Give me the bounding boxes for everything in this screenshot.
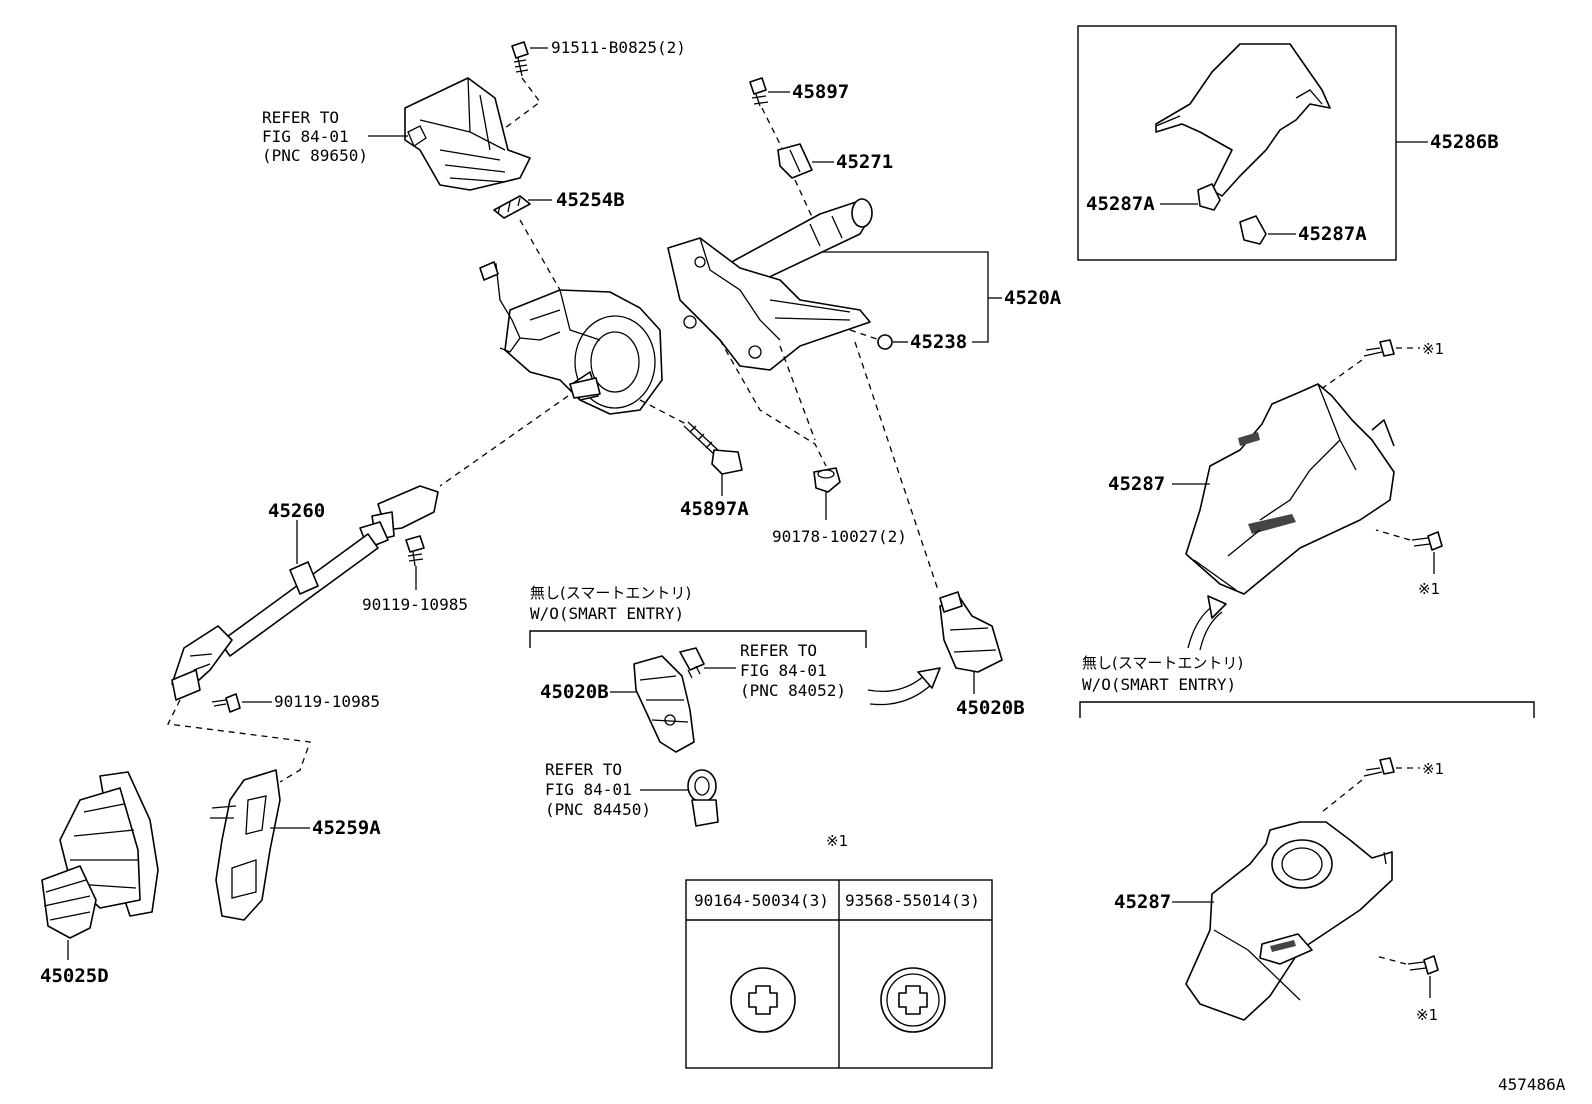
bolt-90119-upper-icon bbox=[405, 535, 425, 567]
cover-45259A bbox=[210, 769, 281, 921]
screw-mark-3: ※1 bbox=[1422, 760, 1444, 778]
label-4520A: 4520A bbox=[1004, 287, 1062, 309]
screw-mark-4: ※1 bbox=[1416, 1006, 1438, 1024]
label-45287-upper: 45287 bbox=[1108, 473, 1165, 495]
note-wo-smart-jp-2: 無し(スマートエントリ) bbox=[1082, 654, 1243, 672]
screw-head-1-icon bbox=[730, 967, 796, 1033]
label-45287A-2: 45287A bbox=[1298, 223, 1367, 245]
refer-ign-line3: (PNC 84450) bbox=[545, 800, 651, 819]
box-45286B bbox=[1077, 25, 1397, 261]
label-91511: 91511-B0825(2) bbox=[551, 38, 686, 57]
bolt-45897-icon bbox=[749, 77, 769, 107]
bolt-91511-icon bbox=[511, 41, 529, 77]
refer-ign-line1: REFER TO bbox=[545, 760, 622, 779]
label-90119-lower: 90119-10985 bbox=[274, 692, 380, 711]
column-cover-45287-upper bbox=[1185, 383, 1395, 595]
bolt-45897A-icon bbox=[683, 421, 743, 475]
refer-motor-line1: REFER TO bbox=[262, 108, 339, 127]
arrow-to-45020B bbox=[867, 675, 925, 693]
note-wo-smart-en-2: W/O(SMART ENTRY) bbox=[1082, 675, 1236, 694]
bolt-90119-lower-icon bbox=[211, 693, 241, 713]
note-wo-smart-jp: 無し(スマートエントリ) bbox=[530, 584, 691, 602]
label-90178: 90178-10027(2) bbox=[772, 527, 907, 546]
label-45259A: 45259A bbox=[312, 817, 381, 839]
label-45897A: 45897A bbox=[680, 498, 749, 520]
cover-45286B bbox=[1155, 43, 1331, 197]
label-45020B-right: 45020B bbox=[956, 697, 1025, 719]
label-45286B: 45286B bbox=[1430, 131, 1499, 153]
label-45260: 45260 bbox=[268, 500, 325, 522]
lock-45020B-right bbox=[939, 591, 1003, 673]
clip-45271-icon bbox=[777, 143, 813, 179]
refer-lock-line3: (PNC 84052) bbox=[740, 681, 846, 700]
clip-45287A-1-icon bbox=[1197, 183, 1221, 211]
lock-45020B-left bbox=[633, 655, 695, 753]
screw-mark-2: ※1 bbox=[1418, 580, 1440, 598]
diagram-id: 457486A bbox=[1498, 1075, 1566, 1094]
label-45254B: 45254B bbox=[556, 189, 625, 211]
label-45287-lower: 45287 bbox=[1114, 891, 1171, 913]
label-45271: 45271 bbox=[836, 151, 893, 173]
label-45238: 45238 bbox=[910, 331, 967, 353]
label-45287A-1: 45287A bbox=[1086, 193, 1155, 215]
screw-upper-top-icon bbox=[1363, 339, 1395, 357]
column-cover-45287-lower bbox=[1185, 821, 1393, 1021]
clip-45287A-2-icon bbox=[1239, 215, 1267, 245]
eps-motor-unit bbox=[404, 77, 531, 191]
label-45897: 45897 bbox=[792, 81, 849, 103]
table-ref-mark: ※1 bbox=[826, 832, 848, 850]
refer-ign-line2: FIG 84-01 bbox=[545, 780, 632, 799]
nut-90178-icon bbox=[813, 467, 841, 493]
refer-lock-line1: REFER TO bbox=[740, 641, 817, 660]
boot-45025D bbox=[41, 771, 159, 939]
refer-motor-line3: (PNC 89650) bbox=[262, 146, 368, 165]
table-col-1: 90164-50034(3) bbox=[694, 891, 829, 910]
screw-upper-right-icon bbox=[1411, 531, 1443, 551]
clip-45254B-icon bbox=[493, 195, 531, 219]
connector-84052-icon bbox=[679, 647, 705, 679]
screw-mark-1: ※1 bbox=[1422, 340, 1444, 358]
label-90119-upper: 90119-10985 bbox=[362, 595, 468, 614]
nut-45238-icon bbox=[877, 334, 893, 350]
screw-lower-top-icon bbox=[1363, 757, 1395, 777]
refer-lock-line2: FIG 84-01 bbox=[740, 661, 827, 680]
label-45020B-left: 45020B bbox=[540, 681, 609, 703]
note-wo-smart-en: W/O(SMART ENTRY) bbox=[530, 604, 684, 623]
table-col-2: 93568-55014(3) bbox=[845, 891, 980, 910]
screw-head-2-icon bbox=[880, 967, 946, 1033]
steering-column-assembly bbox=[479, 198, 873, 415]
screw-table bbox=[685, 879, 993, 1069]
screw-lower-right-icon bbox=[1407, 955, 1439, 975]
ignition-84450-icon bbox=[687, 769, 719, 827]
intermediate-shaft-45260 bbox=[171, 485, 439, 701]
refer-motor-line2: FIG 84-01 bbox=[262, 127, 349, 146]
label-45025D: 45025D bbox=[40, 965, 109, 987]
